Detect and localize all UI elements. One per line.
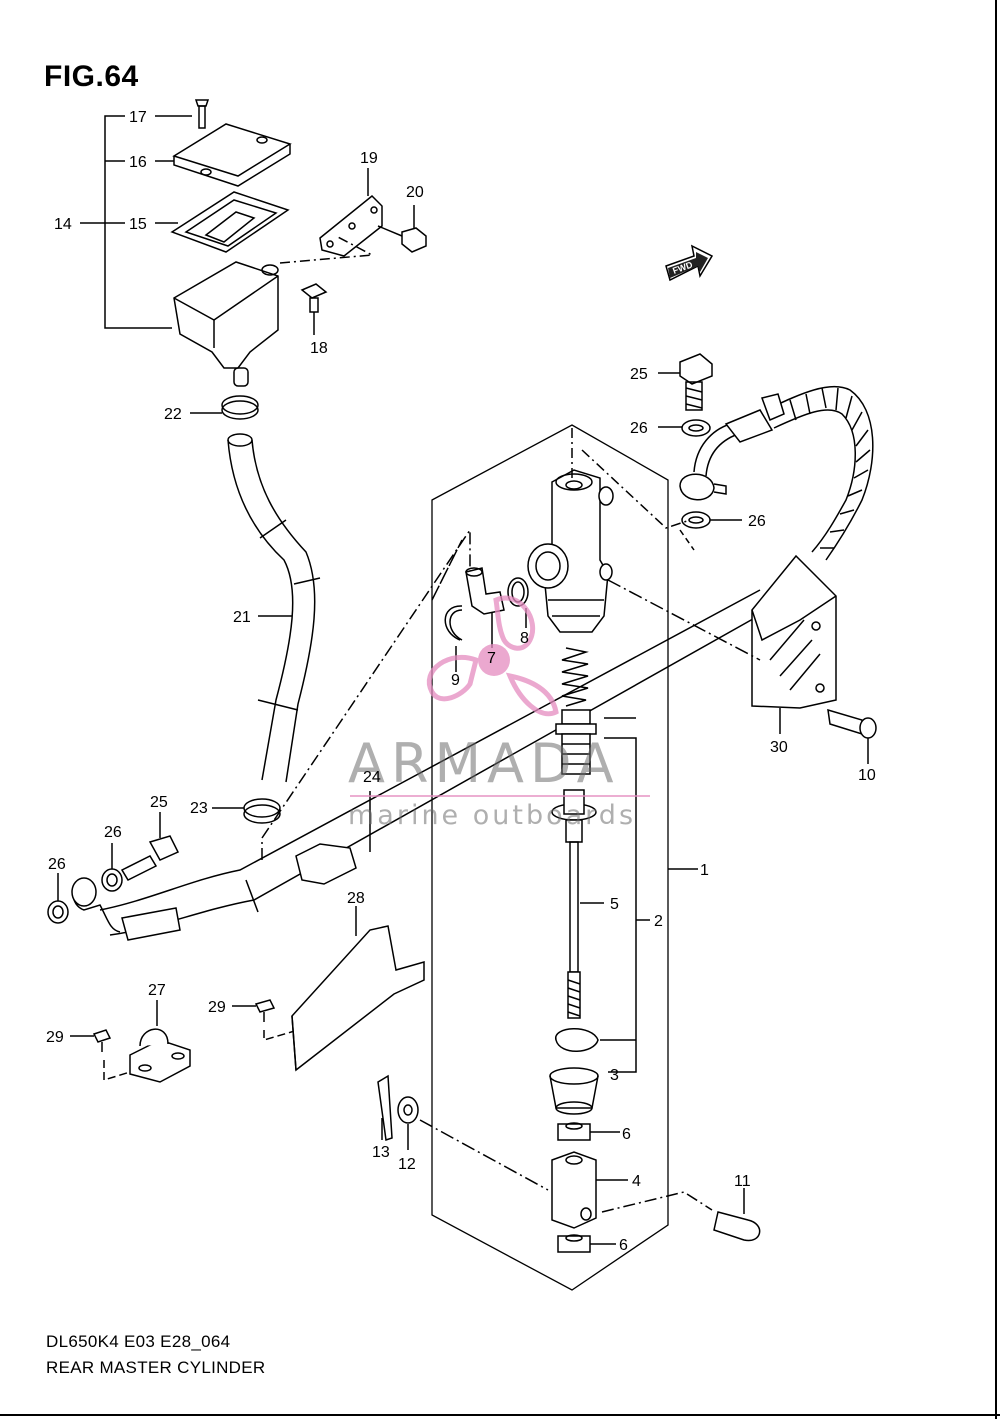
callout: 26 (630, 420, 648, 437)
callout: 19 (360, 150, 378, 167)
callout: 18 (310, 340, 328, 357)
callout: 6 (619, 1237, 628, 1254)
callout: 21 (233, 609, 251, 626)
callout: 8 (520, 630, 529, 647)
callout: 26 (104, 824, 122, 841)
callout: 29 (208, 999, 226, 1016)
callout: 1 (700, 862, 709, 879)
callout: 2 (654, 913, 663, 930)
callout: 15 (129, 216, 147, 233)
callout: 3 (610, 1067, 619, 1084)
callout: 14 (54, 216, 72, 233)
callout: 27 (148, 982, 166, 999)
armada-logo-icon (426, 595, 559, 717)
callout-labels: 1 2 3 4 5 6 6 7 8 9 10 11 12 13 14 15 16… (46, 109, 876, 1254)
footer-code: DL650K4 E03 E28_064 (46, 1332, 231, 1351)
watermark-tagline: marine outboards (348, 800, 636, 831)
fwd-direction-badge: FWD (665, 244, 714, 282)
callout: 23 (190, 800, 208, 817)
callout: 7 (487, 650, 496, 667)
callout: 6 (622, 1126, 631, 1143)
callout: 26 (748, 513, 766, 530)
callout: 28 (347, 890, 365, 907)
callout: 9 (451, 672, 460, 689)
callout: 25 (630, 366, 648, 383)
callout: 20 (406, 184, 424, 201)
watermark-brand: ARMADA (348, 732, 620, 795)
callout: 11 (734, 1173, 751, 1190)
callout: 29 (46, 1029, 64, 1046)
callout: 10 (858, 767, 876, 784)
callout: 12 (398, 1156, 416, 1173)
callout: 26 (48, 856, 66, 873)
callout: 16 (129, 154, 147, 171)
callout: 4 (632, 1173, 641, 1190)
callout: 25 (150, 794, 168, 811)
assembly-outline (431, 424, 669, 1291)
callout: 24 (363, 769, 381, 786)
figure-title: FIG.64 (44, 60, 139, 93)
callout: 30 (770, 739, 788, 756)
callout: 5 (610, 896, 619, 913)
callout: 13 (372, 1144, 390, 1161)
callout: 17 (129, 109, 147, 126)
footer-name: REAR MASTER CYLINDER (46, 1358, 266, 1377)
callout: 22 (164, 406, 182, 423)
